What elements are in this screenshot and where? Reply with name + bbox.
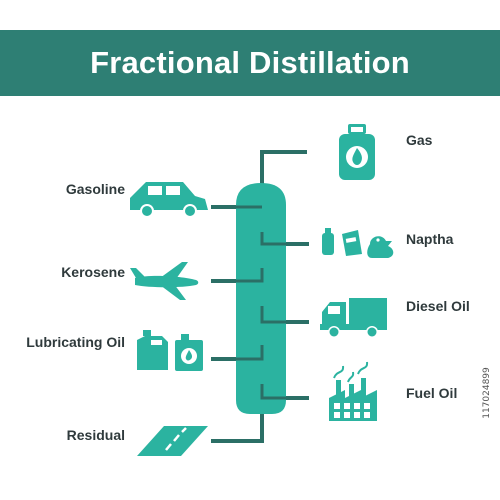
- label-gas: Gas: [406, 132, 433, 148]
- pipe-gas: [260, 150, 307, 187]
- label-residual: Residual: [66, 427, 125, 443]
- label-lubricating-oil: Lubricating Oil: [26, 334, 125, 350]
- label-diesel-oil: Diesel Oil: [406, 298, 470, 314]
- truck-icon: [320, 298, 387, 338]
- factory-icon: [329, 361, 377, 421]
- airplane-icon: [130, 262, 199, 300]
- pipe-residual: [211, 410, 264, 443]
- page-title: Fractional Distillation: [90, 45, 410, 80]
- gas-cylinder-icon: [339, 124, 375, 180]
- oil-can-icon: [137, 330, 203, 371]
- road-icon: [137, 426, 208, 456]
- label-kerosene: Kerosene: [61, 264, 125, 280]
- car-icon: [130, 182, 208, 218]
- label-naptha: Naptha: [406, 231, 454, 247]
- label-fuel-oil: Fuel Oil: [406, 385, 458, 401]
- title-banner: Fractional Distillation: [0, 30, 500, 96]
- column-body: [236, 183, 286, 414]
- column-trays: [236, 205, 286, 400]
- bottle-bag-duck-icon: [322, 228, 394, 258]
- label-gasoline: Gasoline: [65, 181, 125, 197]
- stock-id: 117024899: [482, 367, 492, 419]
- distillation-column: [211, 150, 309, 443]
